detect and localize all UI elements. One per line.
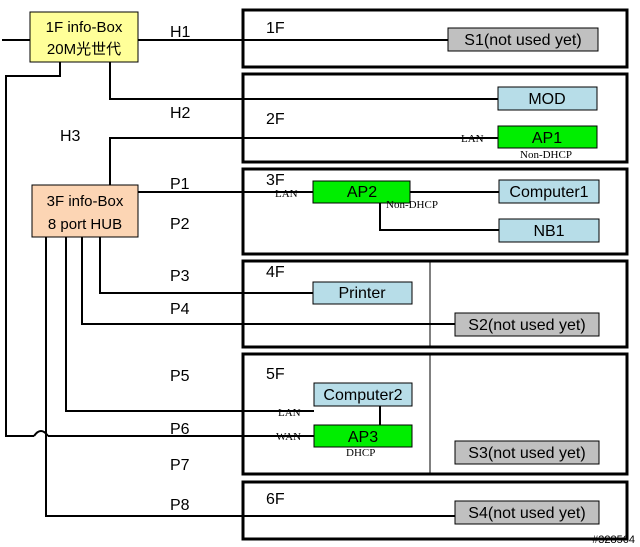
port-p8-label: P8 [170,497,190,514]
device-ap3-box [313,424,413,448]
floor-2-box [241,72,629,164]
floor-5-label: 5F [266,366,285,383]
floor-6-label: 6F [266,491,285,508]
infobox-1f-line1: 1F info-Box [46,19,123,36]
ap3-mode-label: DHCP [346,447,375,459]
device-ap2-box [312,180,411,204]
floor-3-box [241,167,629,256]
device-s3-box [454,440,600,465]
device-computer1-label: Computer1 [509,184,588,201]
port-h2-label: H2 [170,105,191,122]
device-nb1-label: NB1 [533,223,564,240]
floor-4-box [241,259,629,349]
port-h1-label: H1 [170,24,191,41]
device-ap1-label: AP1 [532,130,562,147]
device-mod-box [497,86,598,111]
port-p4-label: P4 [170,301,190,318]
device-mod-label: MOD [528,91,565,108]
floor-6-box [241,480,629,541]
infobox-3f: 3F info-Box 8 port HUB [31,184,139,238]
link-h3 [109,137,498,185]
link-h2 [109,62,498,100]
infobox-1f-line2: 20M光世代 [47,41,121,58]
ap3-wan-label: WAN [276,431,301,443]
device-s2-box [454,312,600,337]
device-computer2-box [313,382,413,407]
infobox-1f: 1F info-Box 20M光世代 [29,11,139,63]
link-wan-loop [5,62,61,437]
floor-4-label: 4F [266,264,285,281]
floor-1-box [241,8,629,69]
device-computer2-label: Computer2 [323,387,402,404]
device-printer-label: Printer [338,285,386,302]
ap1-lan-label: LAN [461,133,484,145]
link-p6-lan [65,237,314,412]
floor-3-label: 3F [266,172,285,189]
port-p5-label: P5 [170,368,190,385]
ap3-lan-label: LAN [278,407,301,419]
port-p1-label: P1 [170,176,190,193]
ap1-mode-label: Non-DHCP [520,149,572,161]
device-s4-box [454,500,600,525]
device-s1-label: S1(not used yet) [464,32,581,49]
device-s2-label: S2(not used yet) [468,317,585,334]
infobox-3f-line2: 8 port HUB [48,216,122,233]
floor-1-label: 1F [266,20,285,37]
floor-2-label: 2F [266,111,285,128]
device-s4-label: S4(not used yet) [468,505,585,522]
device-s1-box [447,27,599,52]
link-p4 [81,237,455,325]
watermark-text: #328564 [592,534,635,546]
port-p7-label: P7 [170,457,190,474]
infobox-3f-line1: 3F info-Box [47,193,124,210]
device-s3-label: S3(not used yet) [468,445,585,462]
link-p8 [45,237,455,517]
device-computer1-box [498,179,600,204]
device-ap1-box [497,125,598,149]
link-ap2-nb1 [379,203,499,231]
device-ap2-label: AP2 [347,184,377,201]
port-h3-label: H3 [60,128,81,145]
port-p6-label: P6 [170,421,190,438]
device-ap3-label: AP3 [348,429,378,446]
link-p3 [99,237,313,294]
ap2-mode-label: Non-DHCP [386,199,438,211]
port-p3-label: P3 [170,268,190,285]
port-p2-label: P2 [170,216,190,233]
floor-5-box [241,352,629,476]
device-printer-box [312,281,413,305]
device-nb1-box [498,218,600,243]
ap2-lan-label: LAN [275,188,298,200]
